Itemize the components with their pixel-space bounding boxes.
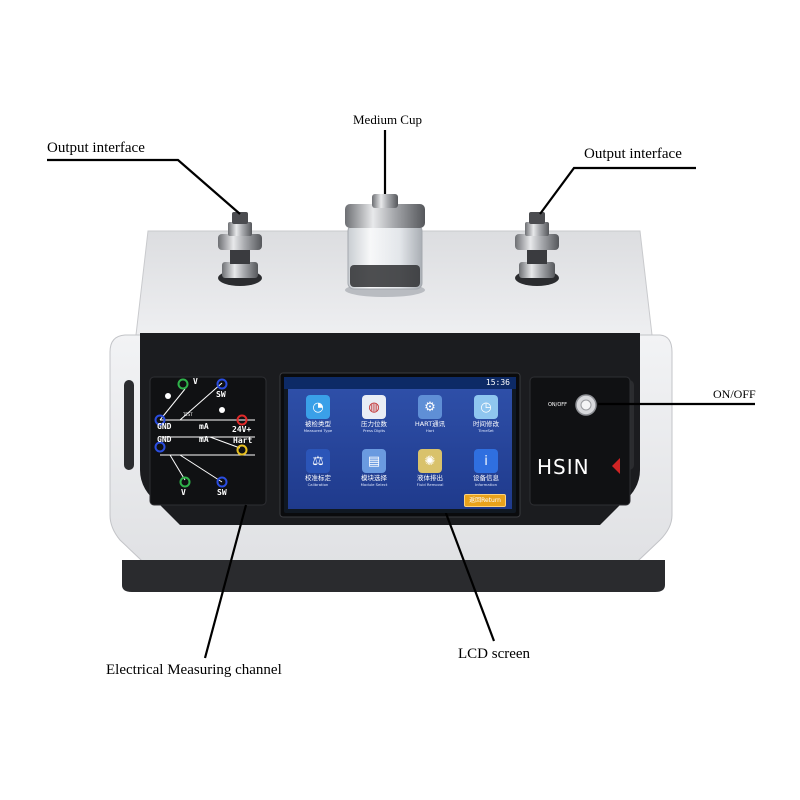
left-output-connector[interactable] <box>218 212 262 286</box>
terminal-sw-top[interactable] <box>216 378 228 390</box>
on-off-label: ON/OFF <box>713 387 756 401</box>
info-icon: i <box>474 449 498 473</box>
lcd-menu-tile-sublabel: Measured Type <box>303 428 333 433</box>
output-interface-left-label: Output interface <box>47 140 145 156</box>
terminal-v-bottom[interactable] <box>179 476 191 488</box>
terminal-24v[interactable] <box>236 414 248 426</box>
power-icon <box>580 399 592 411</box>
terminal-wiring <box>159 382 255 483</box>
dial-icon: ◍ <box>362 395 386 419</box>
lcd-screen-label: LCD screen <box>458 646 531 662</box>
terminal-v-top[interactable] <box>177 378 189 390</box>
lcd-menu-tile-sublabel: Module Select <box>360 482 388 487</box>
electrical-measuring-channel-label: Electrical Measuring channel <box>106 662 282 678</box>
terminal-gnd-1[interactable] <box>154 414 166 426</box>
current-symbol-icon <box>219 407 225 413</box>
transmitter-icon: ⚙ <box>418 395 442 419</box>
lcd-menu-tile-label: 液体排出 <box>417 474 443 482</box>
right-output-connector[interactable] <box>515 212 559 286</box>
medium-cup-label: Medium Cup <box>353 112 422 127</box>
terminal-24v-label: 24V+ <box>232 425 252 434</box>
terminal-gnd-2-label: GND <box>157 435 172 444</box>
device-base <box>122 560 665 592</box>
module-icon: ▤ <box>362 449 386 473</box>
callout-leaders <box>47 130 755 659</box>
terminal-v-bottom-label: V <box>181 488 186 497</box>
terminal-ma-2-label: mA <box>199 435 209 444</box>
lcd-menu-tile-label: 时间修改 <box>473 420 499 428</box>
lcd-menu-tile-label: 压力位数 <box>361 420 387 428</box>
gauge-icon: ◔ <box>306 395 330 419</box>
lcd-clock: 15:36 <box>485 378 510 387</box>
lcd-menu-tile-sublabel: Press Digits <box>362 428 386 433</box>
splash-icon: ✺ <box>418 449 442 473</box>
lcd-menu-tile-sublabel: Hart <box>425 428 435 433</box>
medium-cup[interactable] <box>345 194 425 297</box>
clock-icon: ◷ <box>474 395 498 419</box>
terminal-hart[interactable] <box>236 444 248 456</box>
terminal-test-label: TEST <box>183 412 193 417</box>
electrical-terminal-panel <box>149 376 267 506</box>
brand-logo: HSIN <box>537 455 590 479</box>
terminal-hart-label: Hart <box>233 436 253 445</box>
lcd-status-bar: 15:36 <box>284 377 516 389</box>
terminal-v-top-label: V <box>193 377 198 386</box>
lcd-menu-tile-label: 校准标定 <box>305 474 331 482</box>
terminal-ma-1-label: mA <box>199 422 209 431</box>
scale-icon: ⚖ <box>306 449 330 473</box>
lcd-menu-tile-sublabel: Fluid Removal <box>416 482 444 487</box>
lcd-menu-tile-label: 被检类型 <box>305 420 331 428</box>
terminal-sw-top-label: SW <box>216 390 226 399</box>
terminal-sw-bottom-label: SW <box>217 488 227 497</box>
terminal-gnd-1-label: GND <box>157 422 172 431</box>
lcd-menu-tile-label: 设备信息 <box>473 474 499 482</box>
power-panel <box>529 376 631 506</box>
voltage-symbol-icon <box>165 393 171 399</box>
terminal-sw-bottom[interactable] <box>216 476 228 488</box>
lcd-menu-tile-sublabel: TimeSet <box>478 428 494 433</box>
lcd-menu-tile-label: 模块选择 <box>361 474 387 482</box>
lcd-menu-tile-sublabel: Calibration <box>307 482 329 487</box>
lcd-menu-tile-sublabel: Information <box>475 482 497 487</box>
lcd-menu-tile-label: HART通讯 <box>414 420 446 428</box>
left-handle-slot <box>124 380 134 470</box>
power-switch-label: ON/OFF <box>548 402 568 408</box>
terminal-gnd-2[interactable] <box>154 441 166 453</box>
output-interface-right-label: Output interface <box>584 146 682 162</box>
return-button[interactable]: 返回Return <box>464 494 506 507</box>
brand-mark-icon <box>612 458 620 474</box>
